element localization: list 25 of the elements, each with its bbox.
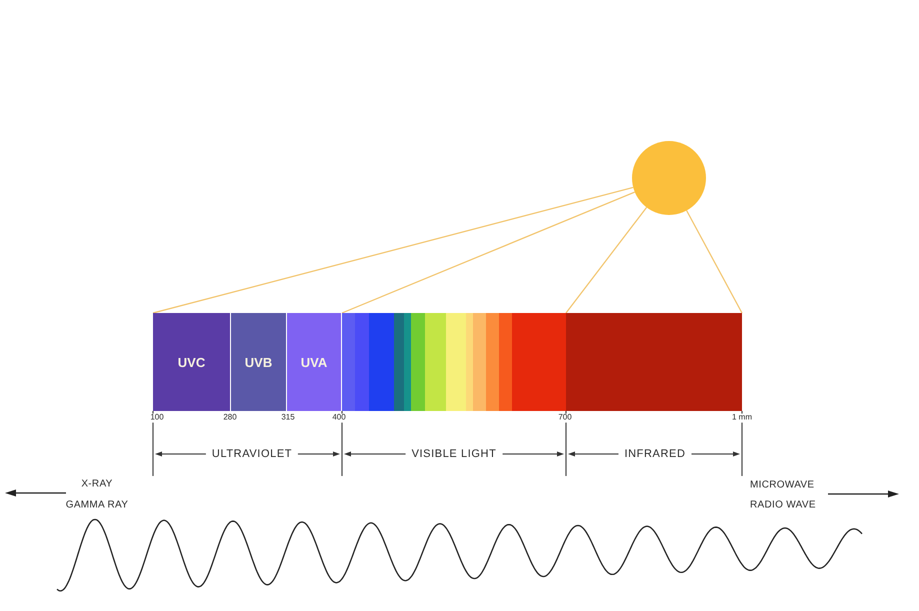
region-label: MICROWAVE [750, 480, 814, 490]
tick-label: 280 [221, 414, 239, 422]
uva-band [287, 313, 341, 411]
region-label: X-RAY [81, 478, 113, 490]
infrared-band [566, 313, 742, 411]
band-label: UVC [178, 354, 206, 370]
tick-label: 400 [330, 414, 348, 422]
light-ray-line [566, 207, 648, 314]
tick-label: 700 [556, 414, 574, 422]
tick-label: 100 [148, 414, 166, 422]
visible-spectrum-bar [342, 313, 566, 411]
region-label: RADIO WAVE [750, 500, 816, 510]
region-label: GAMMA RAY [66, 500, 128, 510]
range-label: ULTRAVIOLET [206, 448, 298, 460]
tick-label: 1 mm [730, 414, 754, 422]
band-label: UVB [244, 354, 272, 370]
range-label: VISIBLE LIGHT [406, 448, 502, 460]
uvb-band [231, 313, 286, 411]
uvc-band [153, 313, 230, 411]
tick-label: 315 [279, 414, 297, 422]
sun-icon [632, 141, 706, 215]
light-ray-line [342, 192, 636, 314]
light-ray-line [686, 210, 743, 314]
light-ray-line [152, 186, 634, 314]
band-label: UVA [300, 354, 328, 370]
